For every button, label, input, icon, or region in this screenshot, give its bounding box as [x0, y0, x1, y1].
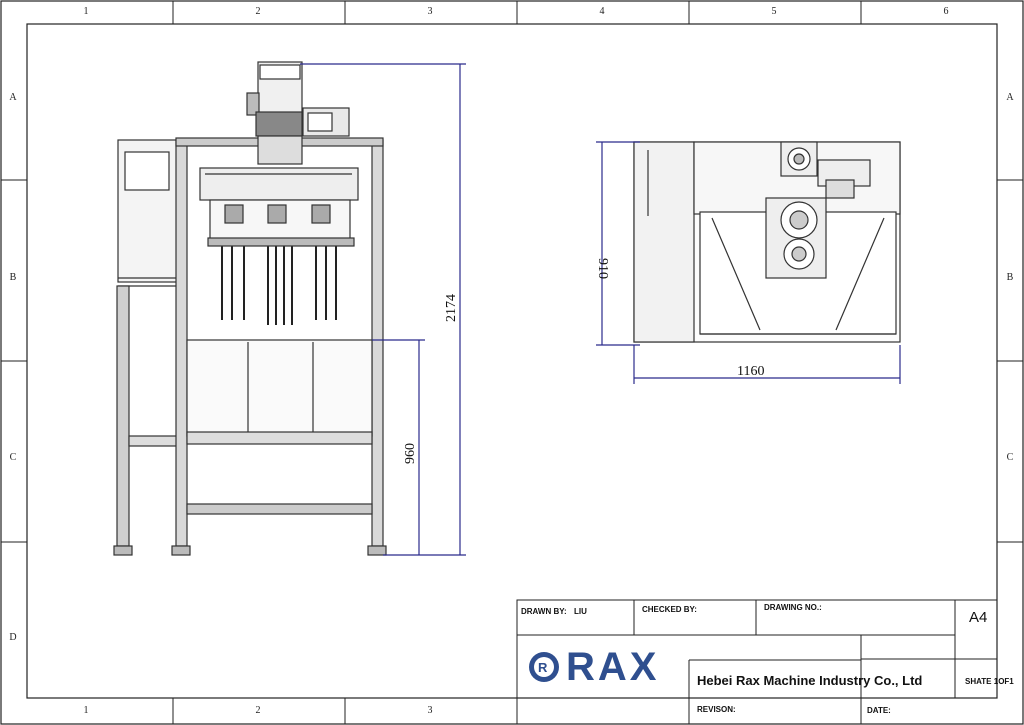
inner-frame — [26, 23, 998, 699]
top-view — [633, 141, 901, 343]
zone-row-right-b: B — [1006, 272, 1014, 283]
zone-col-top-5: 5 — [771, 6, 777, 17]
main-frame-left-post — [175, 139, 188, 547]
zone-col-bottom-2: 2 — [255, 705, 261, 716]
dim-910: 910 — [595, 258, 610, 279]
zone-col-bottom-3: 3 — [427, 705, 433, 716]
zone-row-left-a: A — [9, 92, 17, 103]
zone-col-top-2: 2 — [255, 6, 261, 17]
top-dimensions — [596, 141, 901, 384]
zone-col-top-6: 6 — [943, 6, 949, 17]
zone-col-top-3: 3 — [427, 6, 433, 17]
sheet-size: A4 — [969, 609, 988, 626]
company-name: Hebei Rax Machine Industry Co., Ltd — [697, 673, 923, 688]
revision-label: REVISON: — [697, 705, 736, 714]
drawn-by-label: DRAWN BY: — [521, 607, 567, 616]
zone-col-top-1: 1 — [83, 6, 89, 17]
dim-1160: 1160 — [737, 364, 764, 379]
checked-by-label: CHECKED BY: — [642, 605, 697, 614]
svg-text:R: R — [538, 660, 548, 675]
dim-2174: 2174 — [444, 294, 459, 322]
zone-col-top-4: 4 — [599, 6, 605, 17]
drawn-by-value: LIU — [574, 607, 587, 616]
drill-spindles — [221, 245, 337, 325]
title-block-lines — [516, 599, 998, 724]
left-leg — [116, 285, 130, 547]
front-dimensions — [300, 63, 466, 556]
zone-row-right-c: C — [1006, 452, 1014, 463]
bottom-beam — [186, 503, 373, 515]
date-label: DATE: — [867, 706, 891, 715]
rax-logo-mark: R — [529, 652, 559, 682]
front-view — [113, 61, 387, 556]
zone-row-right-a: A — [1006, 92, 1014, 103]
spindle-head — [199, 167, 359, 201]
rax-logo-text: RAX — [566, 645, 660, 689]
dim-960: 960 — [403, 443, 418, 464]
main-frame-right-post — [371, 139, 384, 547]
zone-row-left-c: C — [9, 452, 17, 463]
cabinet-window — [124, 151, 170, 191]
work-table — [186, 339, 373, 437]
sheet-number: SHATE 1OF1 — [965, 677, 1014, 686]
drawing-no-label: DRAWING NO.: — [764, 603, 822, 612]
top-view-cabinet — [633, 141, 695, 343]
zone-row-left-b: B — [9, 272, 17, 283]
zone-col-bottom-1: 1 — [83, 705, 89, 716]
zone-row-left-d: D — [9, 632, 17, 643]
